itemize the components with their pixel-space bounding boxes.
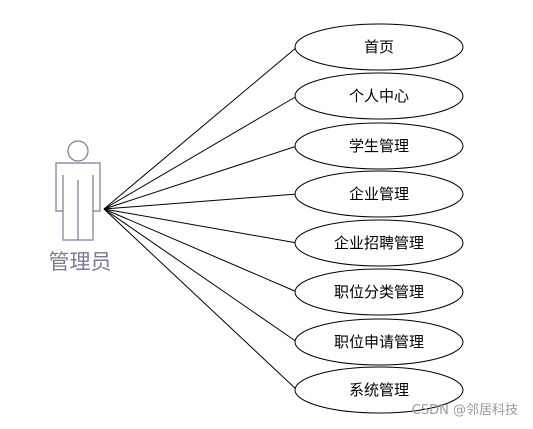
actor-head-icon [67, 140, 89, 162]
use-case: 学生管理 [294, 122, 464, 170]
use-case-ellipse [294, 72, 464, 120]
use-case: 系统管理 [294, 366, 464, 414]
use-case-label: 学生管理 [349, 137, 409, 155]
use-case: 职位分类管理 [294, 268, 464, 316]
use-case-label: 职位分类管理 [334, 283, 424, 301]
use-case-ellipse [294, 219, 464, 267]
use-case-label: 个人中心 [349, 87, 409, 105]
association-lines [103, 46, 298, 391]
use-case-ellipse [294, 318, 464, 366]
association-line [103, 145, 298, 210]
actor-label: 管理员 [49, 250, 112, 274]
association-line [103, 193, 298, 210]
association-line [103, 95, 298, 210]
actor-admin: 管理员 [49, 140, 112, 274]
use-case-label: 系统管理 [349, 381, 409, 399]
association-line [103, 208, 298, 391]
use-case: 个人中心 [294, 72, 464, 120]
association-line [103, 208, 298, 293]
use-case: 首页 [294, 23, 464, 71]
use-case: 企业管理 [294, 170, 464, 218]
use-case: 职位申请管理 [294, 318, 464, 366]
association-line [103, 208, 298, 343]
use-case-ellipse [294, 366, 464, 414]
use-case-ellipse [294, 268, 464, 316]
association-line [103, 46, 298, 210]
association-line [103, 208, 298, 244]
use-case-label: 首页 [364, 38, 394, 56]
use-case: 企业招聘管理 [294, 219, 464, 267]
use-case-label: 职位申请管理 [334, 333, 424, 351]
use-case-ellipse [294, 122, 464, 170]
use-case-label: 企业管理 [349, 185, 409, 203]
use-case-ellipse [294, 23, 464, 71]
use-case-ellipse [294, 170, 464, 218]
actor-body-icon [55, 162, 101, 241]
use-case-label: 企业招聘管理 [334, 234, 424, 252]
watermark: CSDN @邻居科技 [412, 403, 518, 418]
